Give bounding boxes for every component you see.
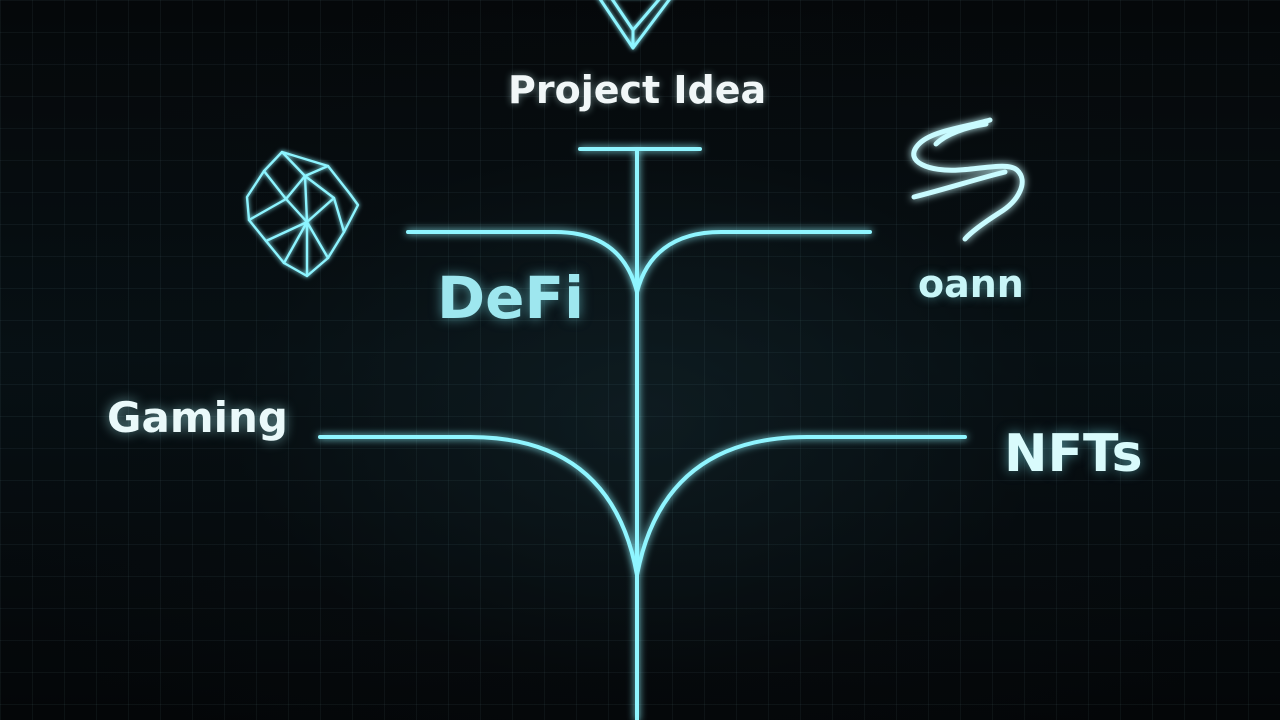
left-gem-icon — [245, 150, 360, 278]
upper-right-branch — [635, 230, 872, 294]
lower-right-branch — [635, 435, 967, 577]
nfts-branch-label: NFTs — [1004, 424, 1143, 484]
right-swirl-logo-icon — [911, 117, 1025, 242]
gaming-branch-label: Gaming — [107, 393, 288, 442]
oann-branch-label: oann — [918, 262, 1024, 306]
top-crystal-icon — [598, 0, 671, 50]
lower-left-branch — [318, 435, 639, 577]
tree-branch-lines — [318, 147, 967, 720]
root-node-label: Project Idea — [508, 68, 767, 112]
defi-branch-label: DeFi — [437, 264, 584, 332]
upper-left-branch — [406, 230, 639, 294]
